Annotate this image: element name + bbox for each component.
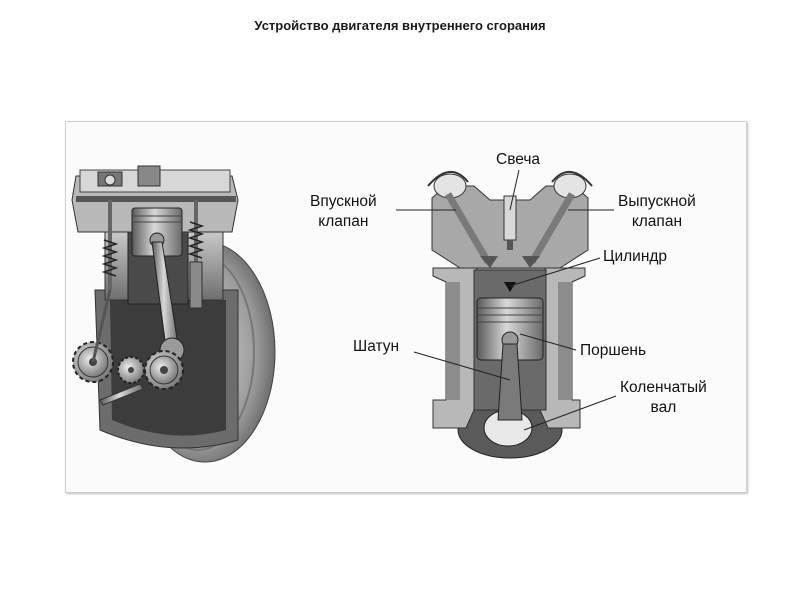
label-intake-valve-line2: клапан [318,213,369,230]
leader-connecting-rod [413,351,511,381]
label-intake-valve: Впускной клапан [310,192,377,232]
label-exhaust-valve: Выпускной клапан [618,192,696,232]
exhaust-rocker [522,171,593,268]
block-wall-left [446,282,460,400]
valve-left [101,200,119,290]
spark-plug-tip [507,240,513,250]
page-title: Устройство двигателя внутреннего сгорани… [254,18,546,33]
label-spark-plug: Свеча [496,151,541,168]
leader-lines [396,169,617,431]
leader-piston [519,333,577,351]
leader-crankshaft [523,395,617,431]
intake-rocker [427,171,498,268]
head-gasket [76,196,236,202]
label-cylinder: Цилиндр [603,248,668,265]
label-exhaust-valve-line2: клапан [631,213,683,230]
label-piston: Поршень [580,342,647,359]
connecting-rod-right [497,343,523,421]
valve-right [187,200,205,309]
camshaft [99,383,144,406]
label-intake-valve-line1: Впускной [310,193,377,210]
left-engine-illustration [71,165,276,463]
label-crankshaft-line1: Коленчатый [620,379,707,396]
flow-arrow [504,282,516,292]
label-exhaust-valve-line1: Выпускной [618,193,696,210]
pushrod [91,289,112,363]
block-wall-right [558,282,572,400]
label-crankshaft-line2: вал [650,399,677,416]
leader-spark-plug [509,169,520,211]
rocker-box-right [137,165,161,187]
timing-gear-crank [144,350,184,390]
right-engine-cross-section [427,171,593,459]
label-crankshaft: Коленчатый вал [620,378,707,418]
label-connecting-rod: Шатун [353,338,400,355]
timing-gear-small [117,356,145,384]
rocker-pivot [104,174,116,186]
leader-cylinder [509,257,601,287]
spark-plug-body [503,195,517,241]
